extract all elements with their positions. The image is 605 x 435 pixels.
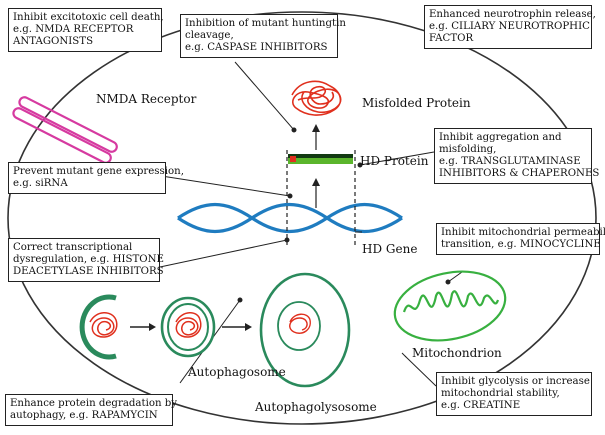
hd-gene-label: HD Gene (362, 242, 418, 256)
hd-protein-polyq (290, 156, 296, 162)
autophagolysosome-shape (259, 272, 351, 388)
misfolded-protein-label: Misfolded Protein (362, 96, 471, 110)
minocycline-box: Inhibit mitochondrial permeability trans… (436, 223, 605, 255)
autophagosome-protein (175, 312, 202, 338)
box-line: Inhibit mitochondrial permeability (441, 227, 605, 238)
sirna-box: Prevent mutant gene expression, e.g. siR… (8, 162, 184, 194)
cell-membrane (7, 11, 597, 425)
arrowhead-protein (312, 178, 320, 186)
box-line: autophagy, e.g. RAPAMYCIN (10, 410, 158, 421)
phagophore-shape (79, 294, 117, 360)
box-line: e.g. CASPASE INHIBITORS (185, 42, 328, 53)
hdac-inhibitor-box: Correct transcriptional dysregulation, e… (8, 238, 164, 282)
arrowhead-autophagolysosome (245, 323, 252, 331)
neurotrophin-box: Enhanced neurotrophin release, e.g. CILI… (424, 5, 596, 49)
box-line: Enhance protein degradation by (10, 398, 178, 409)
box-line: INHIBITORS & CHAPERONES (439, 168, 600, 179)
box-line: e.g. siRNA (13, 178, 68, 189)
hd-protein-label: HD Protein (360, 154, 429, 168)
box-line: e.g. CILIARY NEUROTROPHIC (429, 21, 590, 32)
autophagosome-label: Autophagosome (188, 365, 286, 379)
box-line: transition, e.g. MINOCYCLINE (441, 239, 601, 250)
box-line: FACTOR (429, 33, 474, 44)
box-line: cleavage, (185, 30, 234, 41)
box-line: e.g. NMDA RECEPTOR (13, 24, 134, 35)
mitochondrion-label: Mitochondrion (412, 346, 502, 360)
box-line: e.g. TRANSGLUTAMINASE (439, 156, 581, 167)
connector-lines (154, 61, 463, 387)
box-line: Inhibit aggregation and (439, 132, 562, 143)
box-line: Correct transcriptional (13, 242, 133, 253)
box-line: misfolding, (439, 144, 497, 155)
autophagolysosome-label: Autophagolysosome (255, 400, 377, 414)
box-line: Inhibit glycolysis or increase (441, 376, 590, 387)
creatine-box: Inhibit glycolysis or increase mitochond… (436, 372, 592, 416)
box-line: dysregulation, e.g. HISTONE (13, 254, 164, 265)
box-line: DEACETYLASE INHIBITORS (13, 266, 164, 277)
nmda-antagonist-box: Inhibit excitotoxic cell death, e.g. NMD… (8, 8, 164, 52)
hd-protein-bar-light (288, 158, 353, 164)
nmda-receptor-shape (12, 96, 118, 164)
caspase-inhibitor-box: Inhibition of mutant huntingtin cleavage… (180, 14, 346, 58)
box-line: mitochondrial stability, (441, 388, 560, 399)
nmda-receptor-label: NMDA Receptor (96, 92, 197, 106)
mitochondrion-shape (393, 270, 507, 342)
box-line: Prevent mutant gene expression, (13, 166, 184, 177)
box-line: Enhanced neurotrophin release, (429, 9, 596, 20)
dna-helix (177, 202, 403, 234)
rapamycin-box: Enhance protein degradation by autophagy… (5, 394, 178, 426)
arrowhead-autophagosome (149, 323, 156, 331)
autophagolysosome-protein (289, 313, 311, 334)
aggregation-inhibitor-box: Inhibit aggregation and misfolding, e.g.… (434, 128, 600, 184)
arrowhead-misfolded (312, 124, 320, 132)
box-line: e.g. CREATINE (441, 400, 521, 411)
box-line: ANTAGONISTS (13, 36, 94, 47)
misfolded-protein-shape (291, 80, 342, 116)
autophagosome-shape (160, 296, 216, 358)
box-line: Inhibition of mutant huntingtin (185, 18, 346, 29)
box-line: Inhibit excitotoxic cell death, (13, 12, 164, 23)
phagophore-protein (89, 312, 118, 338)
